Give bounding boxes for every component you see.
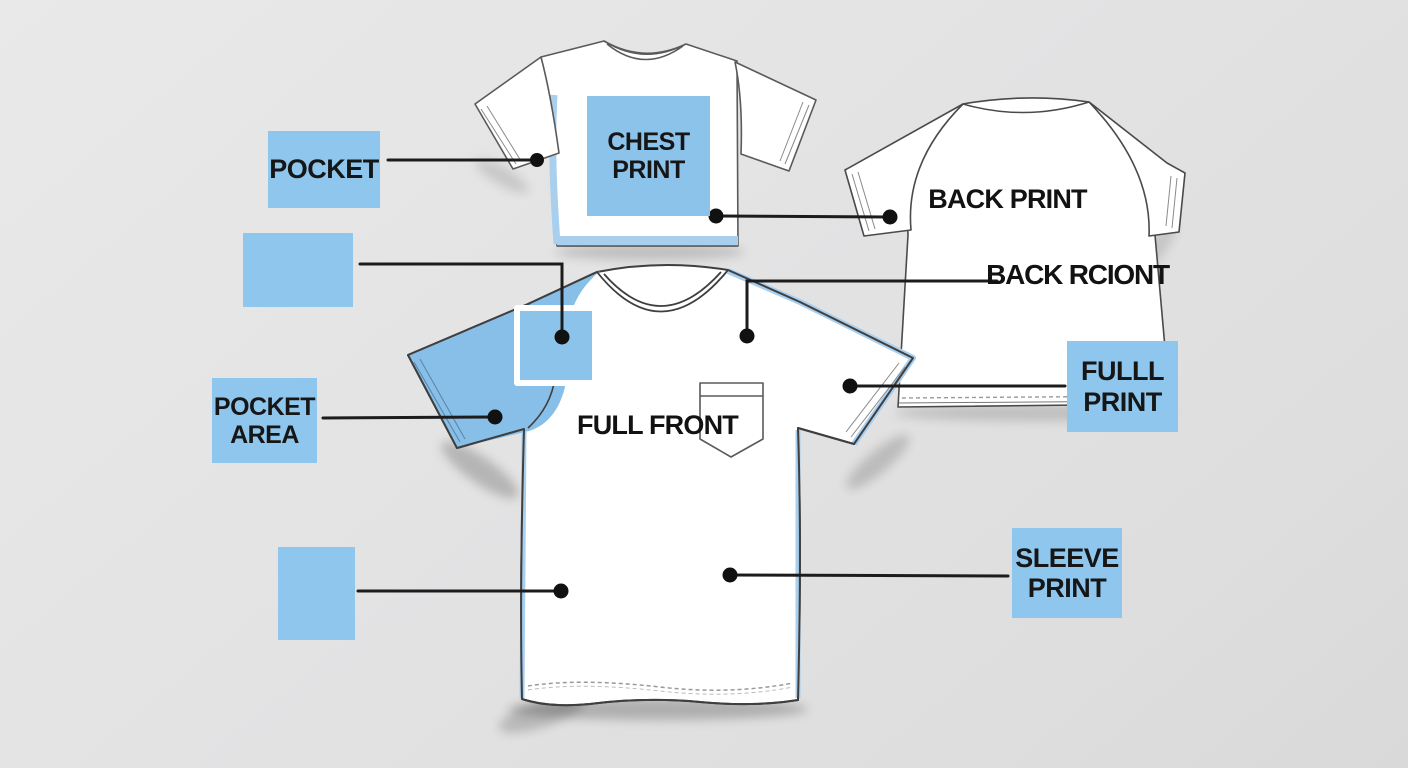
connector-dot: [708, 208, 724, 224]
sleeve-print-label-line2: PRINT: [1027, 573, 1107, 603]
back-print-label: BACK PRINT: [928, 184, 1087, 216]
pocket-label-box: POCKET: [268, 131, 380, 208]
sleeve-print-label-line1: SLEEVE: [1015, 542, 1119, 573]
connector-shoulder-box: [358, 262, 570, 345]
connector-full-print: [842, 378, 1067, 394]
back-right-cuff-stitch: [1165, 175, 1178, 229]
connector-dot: [722, 567, 738, 583]
front-outline-redraw: [407, 269, 914, 707]
connector-dot: [882, 209, 898, 225]
unlabeled-box-bottom: [278, 547, 355, 640]
connector-sleeve-print: [722, 567, 1010, 583]
connector-dot: [530, 153, 544, 167]
chest-print-label-line2: PRINT: [612, 156, 685, 184]
unlabeled-box-top: [243, 233, 353, 307]
full-front-text: FULL FRONT: [577, 410, 739, 441]
front-right-cuff-stitch: [845, 362, 906, 438]
connector-dot: [842, 378, 858, 394]
top-shirt-right-cuff-stitch: [779, 101, 810, 165]
back-secondary-label: BACK RCIONT: [986, 258, 1170, 292]
chest-print-area-box: CHEST PRINT: [587, 96, 710, 216]
chest-print-label-line1: CHEST: [607, 128, 690, 156]
top-shirt-collar: [603, 40, 687, 61]
connector-dot: [553, 583, 569, 599]
back-print-text: BACK PRINT: [928, 184, 1087, 215]
connector-chest-print: [708, 208, 898, 225]
top-shirt-right-sleeve: [734, 61, 817, 172]
connector-dot: [487, 409, 503, 425]
top-shirt-left-cuff-stitch: [480, 105, 522, 165]
full-print-label-box: FULLL PRINT: [1067, 341, 1178, 432]
front-hem-stitch: [527, 681, 794, 691]
back-shirt-left-sleeve: [844, 103, 964, 237]
connector-pocket-area: [321, 409, 503, 425]
connector-pocket: [386, 153, 544, 167]
shoulder-print-box: [514, 305, 598, 386]
pocket-area-label-line2: AREA: [230, 420, 299, 449]
full-front-label: FULL FRONT: [575, 410, 740, 441]
tshirt-front: [407, 264, 916, 707]
top-shirt-hem-band: [557, 236, 738, 246]
back-shirt-collar: [962, 101, 1090, 114]
back-secondary-text: BACK RCIONT: [986, 258, 1170, 290]
connector-dot: [739, 328, 755, 344]
front-hem-stitch-2: [527, 685, 794, 695]
back-left-cuff-stitch: [851, 171, 876, 232]
chest-pocket-outline: [699, 382, 764, 458]
connector-bottom-box: [356, 583, 569, 599]
back-shirt-body: [897, 97, 1171, 408]
full-print-label-line2: PRINT: [1083, 386, 1162, 417]
full-print-label-line1: FULLL: [1081, 356, 1164, 387]
tshirt-back: [844, 97, 1186, 408]
back-shirt-right-sleeve: [1088, 101, 1186, 237]
pocket-label: POCKET: [269, 154, 379, 185]
front-left-cuff-stitch: [413, 358, 466, 443]
pocket-area-label-line1: POCKET: [213, 392, 316, 421]
connector-back-secondary: [739, 279, 999, 344]
sleeve-print-label-box: SLEEVE PRINT: [1012, 528, 1122, 618]
connector-dot: [554, 329, 570, 345]
pocket-area-label-box: POCKET AREA: [212, 378, 317, 463]
connectors: [321, 153, 1067, 599]
front-shirt-collar: [596, 269, 729, 313]
